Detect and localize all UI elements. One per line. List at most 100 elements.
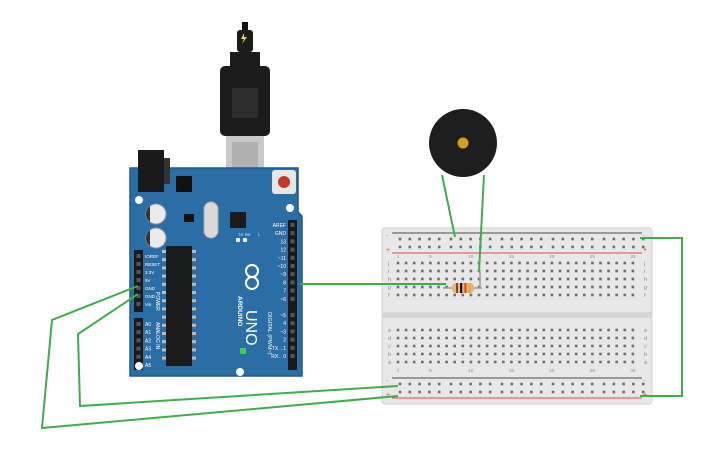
terminal-hole[interactable] xyxy=(421,360,424,364)
terminal-hole[interactable] xyxy=(574,269,578,273)
power-pin-socket[interactable] xyxy=(136,270,141,274)
terminal-hole[interactable] xyxy=(518,344,521,348)
terminal-hole[interactable] xyxy=(599,277,602,281)
terminal-hole[interactable] xyxy=(518,352,521,356)
terminal-hole[interactable] xyxy=(469,277,473,281)
digital-pin-socket[interactable] xyxy=(290,345,295,350)
terminal-hole[interactable] xyxy=(526,336,529,340)
terminal-hole[interactable] xyxy=(493,360,497,364)
terminal-hole[interactable] xyxy=(485,328,489,332)
terminal-hole[interactable] xyxy=(404,261,408,265)
terminal-hole[interactable] xyxy=(550,344,554,348)
terminal-hole[interactable] xyxy=(493,285,497,289)
terminal-hole[interactable] xyxy=(607,269,610,273)
rail-hole[interactable] xyxy=(561,245,565,249)
rail-hole[interactable] xyxy=(428,382,431,386)
terminal-hole[interactable] xyxy=(461,336,465,340)
terminal-hole[interactable] xyxy=(591,269,594,273)
terminal-hole[interactable] xyxy=(453,293,456,297)
terminal-hole[interactable] xyxy=(429,360,432,364)
terminal-hole[interactable] xyxy=(404,285,408,289)
terminal-hole[interactable] xyxy=(485,360,489,364)
terminal-hole[interactable] xyxy=(534,328,537,332)
digital-pin-socket[interactable] xyxy=(290,247,295,252)
terminal-hole[interactable] xyxy=(445,261,448,265)
terminal-hole[interactable] xyxy=(526,293,529,297)
terminal-hole[interactable] xyxy=(461,269,465,273)
terminal-hole[interactable] xyxy=(461,328,465,332)
rail-hole[interactable] xyxy=(590,382,594,386)
rail-hole[interactable] xyxy=(500,245,504,249)
rail-hole[interactable] xyxy=(641,245,645,249)
rail-hole[interactable] xyxy=(551,245,555,249)
rail-hole[interactable] xyxy=(437,382,441,386)
terminal-hole[interactable] xyxy=(631,336,635,340)
terminal-hole[interactable] xyxy=(615,336,618,340)
digital-pin-socket[interactable] xyxy=(290,264,295,268)
terminal-hole[interactable] xyxy=(493,352,497,356)
terminal-hole[interactable] xyxy=(396,360,400,364)
terminal-hole[interactable] xyxy=(558,293,562,297)
terminal-hole[interactable] xyxy=(566,277,570,281)
terminal-hole[interactable] xyxy=(493,336,497,340)
terminal-hole[interactable] xyxy=(615,269,618,273)
rail-hole[interactable] xyxy=(632,237,635,241)
terminal-hole[interactable] xyxy=(421,261,424,265)
terminal-hole[interactable] xyxy=(437,328,440,332)
terminal-hole[interactable] xyxy=(599,360,602,364)
terminal-hole[interactable] xyxy=(502,328,505,332)
terminal-hole[interactable] xyxy=(566,293,570,297)
terminal-hole[interactable] xyxy=(542,277,546,281)
terminal-hole[interactable] xyxy=(437,336,440,340)
terminal-hole[interactable] xyxy=(445,352,448,356)
rail-hole[interactable] xyxy=(398,390,402,394)
rail-hole[interactable] xyxy=(612,237,616,241)
terminal-hole[interactable] xyxy=(437,352,440,356)
digital-pin-socket[interactable] xyxy=(290,223,295,227)
terminal-hole[interactable] xyxy=(591,352,594,356)
terminal-hole[interactable] xyxy=(534,277,537,281)
terminal-hole[interactable] xyxy=(631,277,635,281)
terminal-hole[interactable] xyxy=(510,277,513,281)
terminal-hole[interactable] xyxy=(566,328,570,332)
terminal-hole[interactable] xyxy=(461,344,465,348)
terminal-hole[interactable] xyxy=(510,261,513,265)
terminal-hole[interactable] xyxy=(607,328,610,332)
rail-hole[interactable] xyxy=(590,390,594,394)
digital-pin-socket[interactable] xyxy=(290,288,295,293)
terminal-hole[interactable] xyxy=(542,261,546,265)
terminal-hole[interactable] xyxy=(412,261,416,265)
terminal-hole[interactable] xyxy=(404,293,408,297)
wire-rail-bridge[interactable] xyxy=(640,237,683,397)
terminal-hole[interactable] xyxy=(510,293,513,297)
wire-5v-to-rail[interactable] xyxy=(40,285,399,430)
terminal-hole[interactable] xyxy=(445,328,448,332)
terminal-hole[interactable] xyxy=(583,328,586,332)
rail-hole[interactable] xyxy=(602,390,606,394)
terminal-hole[interactable] xyxy=(526,344,529,348)
terminal-hole[interactable] xyxy=(461,360,465,364)
terminal-hole[interactable] xyxy=(421,277,424,281)
terminal-hole[interactable] xyxy=(404,344,408,348)
terminal-hole[interactable] xyxy=(623,277,627,281)
terminal-hole[interactable] xyxy=(534,261,537,265)
terminal-hole[interactable] xyxy=(461,277,465,281)
terminal-hole[interactable] xyxy=(485,277,489,281)
digital-pin-socket[interactable] xyxy=(290,321,295,326)
terminal-hole[interactable] xyxy=(591,328,594,332)
terminal-hole[interactable] xyxy=(583,352,586,356)
rail-hole[interactable] xyxy=(561,382,565,386)
terminal-hole[interactable] xyxy=(583,277,586,281)
terminal-hole[interactable] xyxy=(493,277,497,281)
terminal-hole[interactable] xyxy=(607,360,610,364)
rail-hole[interactable] xyxy=(602,382,606,386)
terminal-hole[interactable] xyxy=(469,336,473,340)
terminal-hole[interactable] xyxy=(534,344,537,348)
terminal-hole[interactable] xyxy=(493,293,497,297)
terminal-hole[interactable] xyxy=(615,261,618,265)
terminal-hole[interactable] xyxy=(599,261,602,265)
terminal-hole[interactable] xyxy=(396,285,400,289)
terminal-hole[interactable] xyxy=(493,344,497,348)
